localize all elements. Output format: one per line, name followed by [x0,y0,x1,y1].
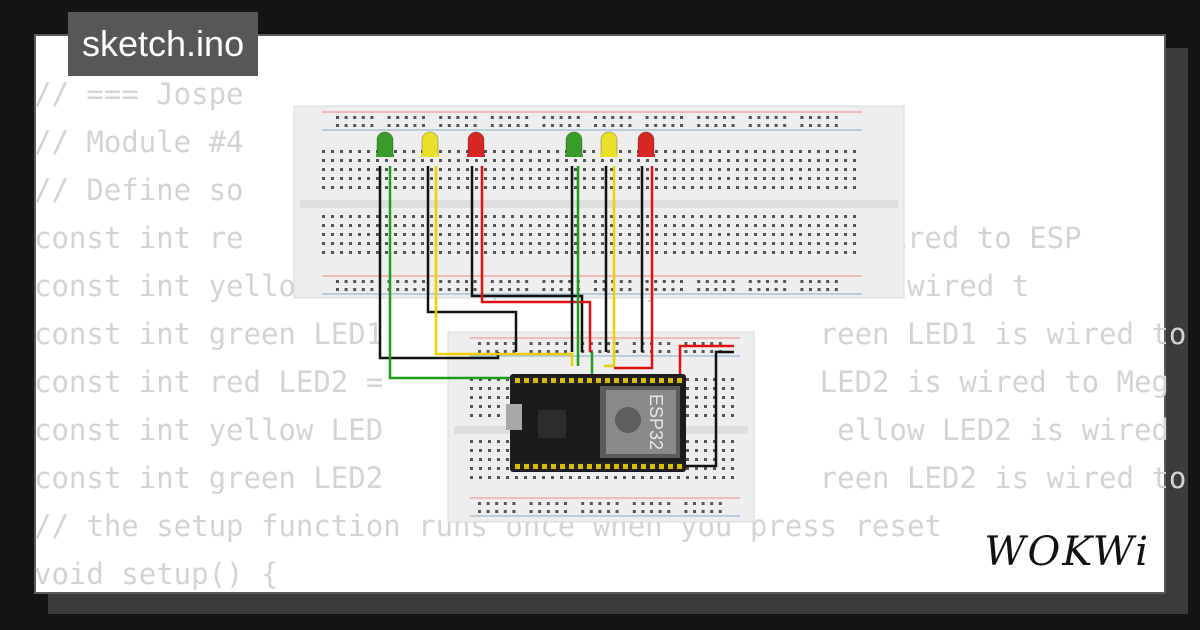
wokwi-logo-text: WOKWi [984,529,1150,575]
code-line: // Define so [34,173,244,207]
led[interactable] [600,131,618,157]
code-line: // === Jospe [34,77,244,111]
wokwi-logo: WOKWi [976,526,1150,578]
code-line: void setup() { [34,557,279,591]
led[interactable] [421,131,439,157]
esp32-label: ESP32 [646,394,666,450]
file-tab-title: sketch.ino [68,12,259,76]
led[interactable] [637,131,655,157]
wires [378,166,734,468]
breadboard-large[interactable] [293,105,905,299]
code-line: const int green LED2 reen LED2 is wired … [34,461,1186,495]
code-background: // === Jospe // Module #4 // Define so cons… [34,70,1186,598]
code-line: const int re wired to ESP [34,221,1082,255]
led[interactable] [565,131,583,157]
leds [376,131,655,157]
led[interactable] [467,131,485,157]
code-line: // Module #4 [34,125,244,159]
esp32-board[interactable]: ESP32 [506,374,686,472]
code-line: const int green LED1 reen LED1 is wired … [34,317,1186,351]
led[interactable] [376,131,394,157]
